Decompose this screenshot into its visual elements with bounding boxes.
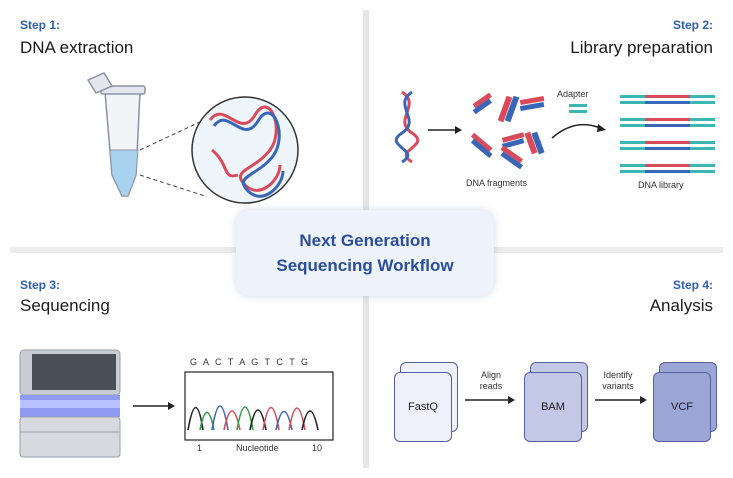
bam-label: BAM: [541, 401, 565, 413]
microtube-icon: [86, 72, 146, 197]
identify-label-2: variants: [602, 381, 634, 391]
step2-label: Step 2:: [672, 18, 713, 32]
step1-title: DNA extraction: [20, 38, 134, 57]
zoom-line-bottom: [139, 174, 206, 197]
axis-end-label: 10: [312, 443, 323, 453]
center-title-line2: Sequencing Workflow: [276, 256, 454, 275]
axis-label: Nucleotide: [236, 443, 279, 453]
step3-title: Sequencing: [20, 296, 110, 315]
bam-file-icon: BAM: [524, 372, 582, 442]
center-title-line1: Next Generation: [299, 231, 431, 250]
dna-library-label: DNA library: [638, 180, 684, 190]
chromatogram-icon: [184, 371, 334, 441]
dna-library-icon: [620, 95, 715, 173]
identify-label-1: Identify: [603, 370, 633, 380]
fastq-label: FastQ: [408, 401, 438, 413]
dna-helix-icon: [394, 90, 420, 164]
center-title-box: Next Generation Sequencing Workflow: [236, 210, 494, 296]
ligation-arrow: [551, 123, 601, 139]
vcf-file-icon: VCF: [653, 372, 711, 442]
bases-label: G A C T A G T C T G: [190, 357, 310, 367]
zoom-line-top: [139, 121, 201, 151]
adapter-icon: [569, 104, 587, 113]
step3-label: Step 3:: [20, 278, 61, 292]
step4-title: Analysis: [649, 296, 713, 315]
step4-label: Step 4:: [672, 278, 713, 292]
dna-zoom-circle-icon: [191, 96, 299, 204]
dna-fragments-icon: [470, 92, 545, 170]
align-label-2: reads: [479, 381, 503, 391]
step2-title: Library preparation: [570, 38, 713, 57]
dna-fragments-label: DNA fragments: [466, 178, 528, 188]
align-label-1: Align: [480, 370, 501, 380]
axis-start-label: 1: [197, 443, 203, 453]
adapter-label: Adapter: [557, 89, 589, 99]
vcf-label: VCF: [671, 401, 693, 413]
fastq-file-icon: FastQ: [394, 372, 452, 442]
sequencer-machine-icon: [19, 349, 121, 458]
step1-label: Step 1:: [20, 18, 61, 32]
